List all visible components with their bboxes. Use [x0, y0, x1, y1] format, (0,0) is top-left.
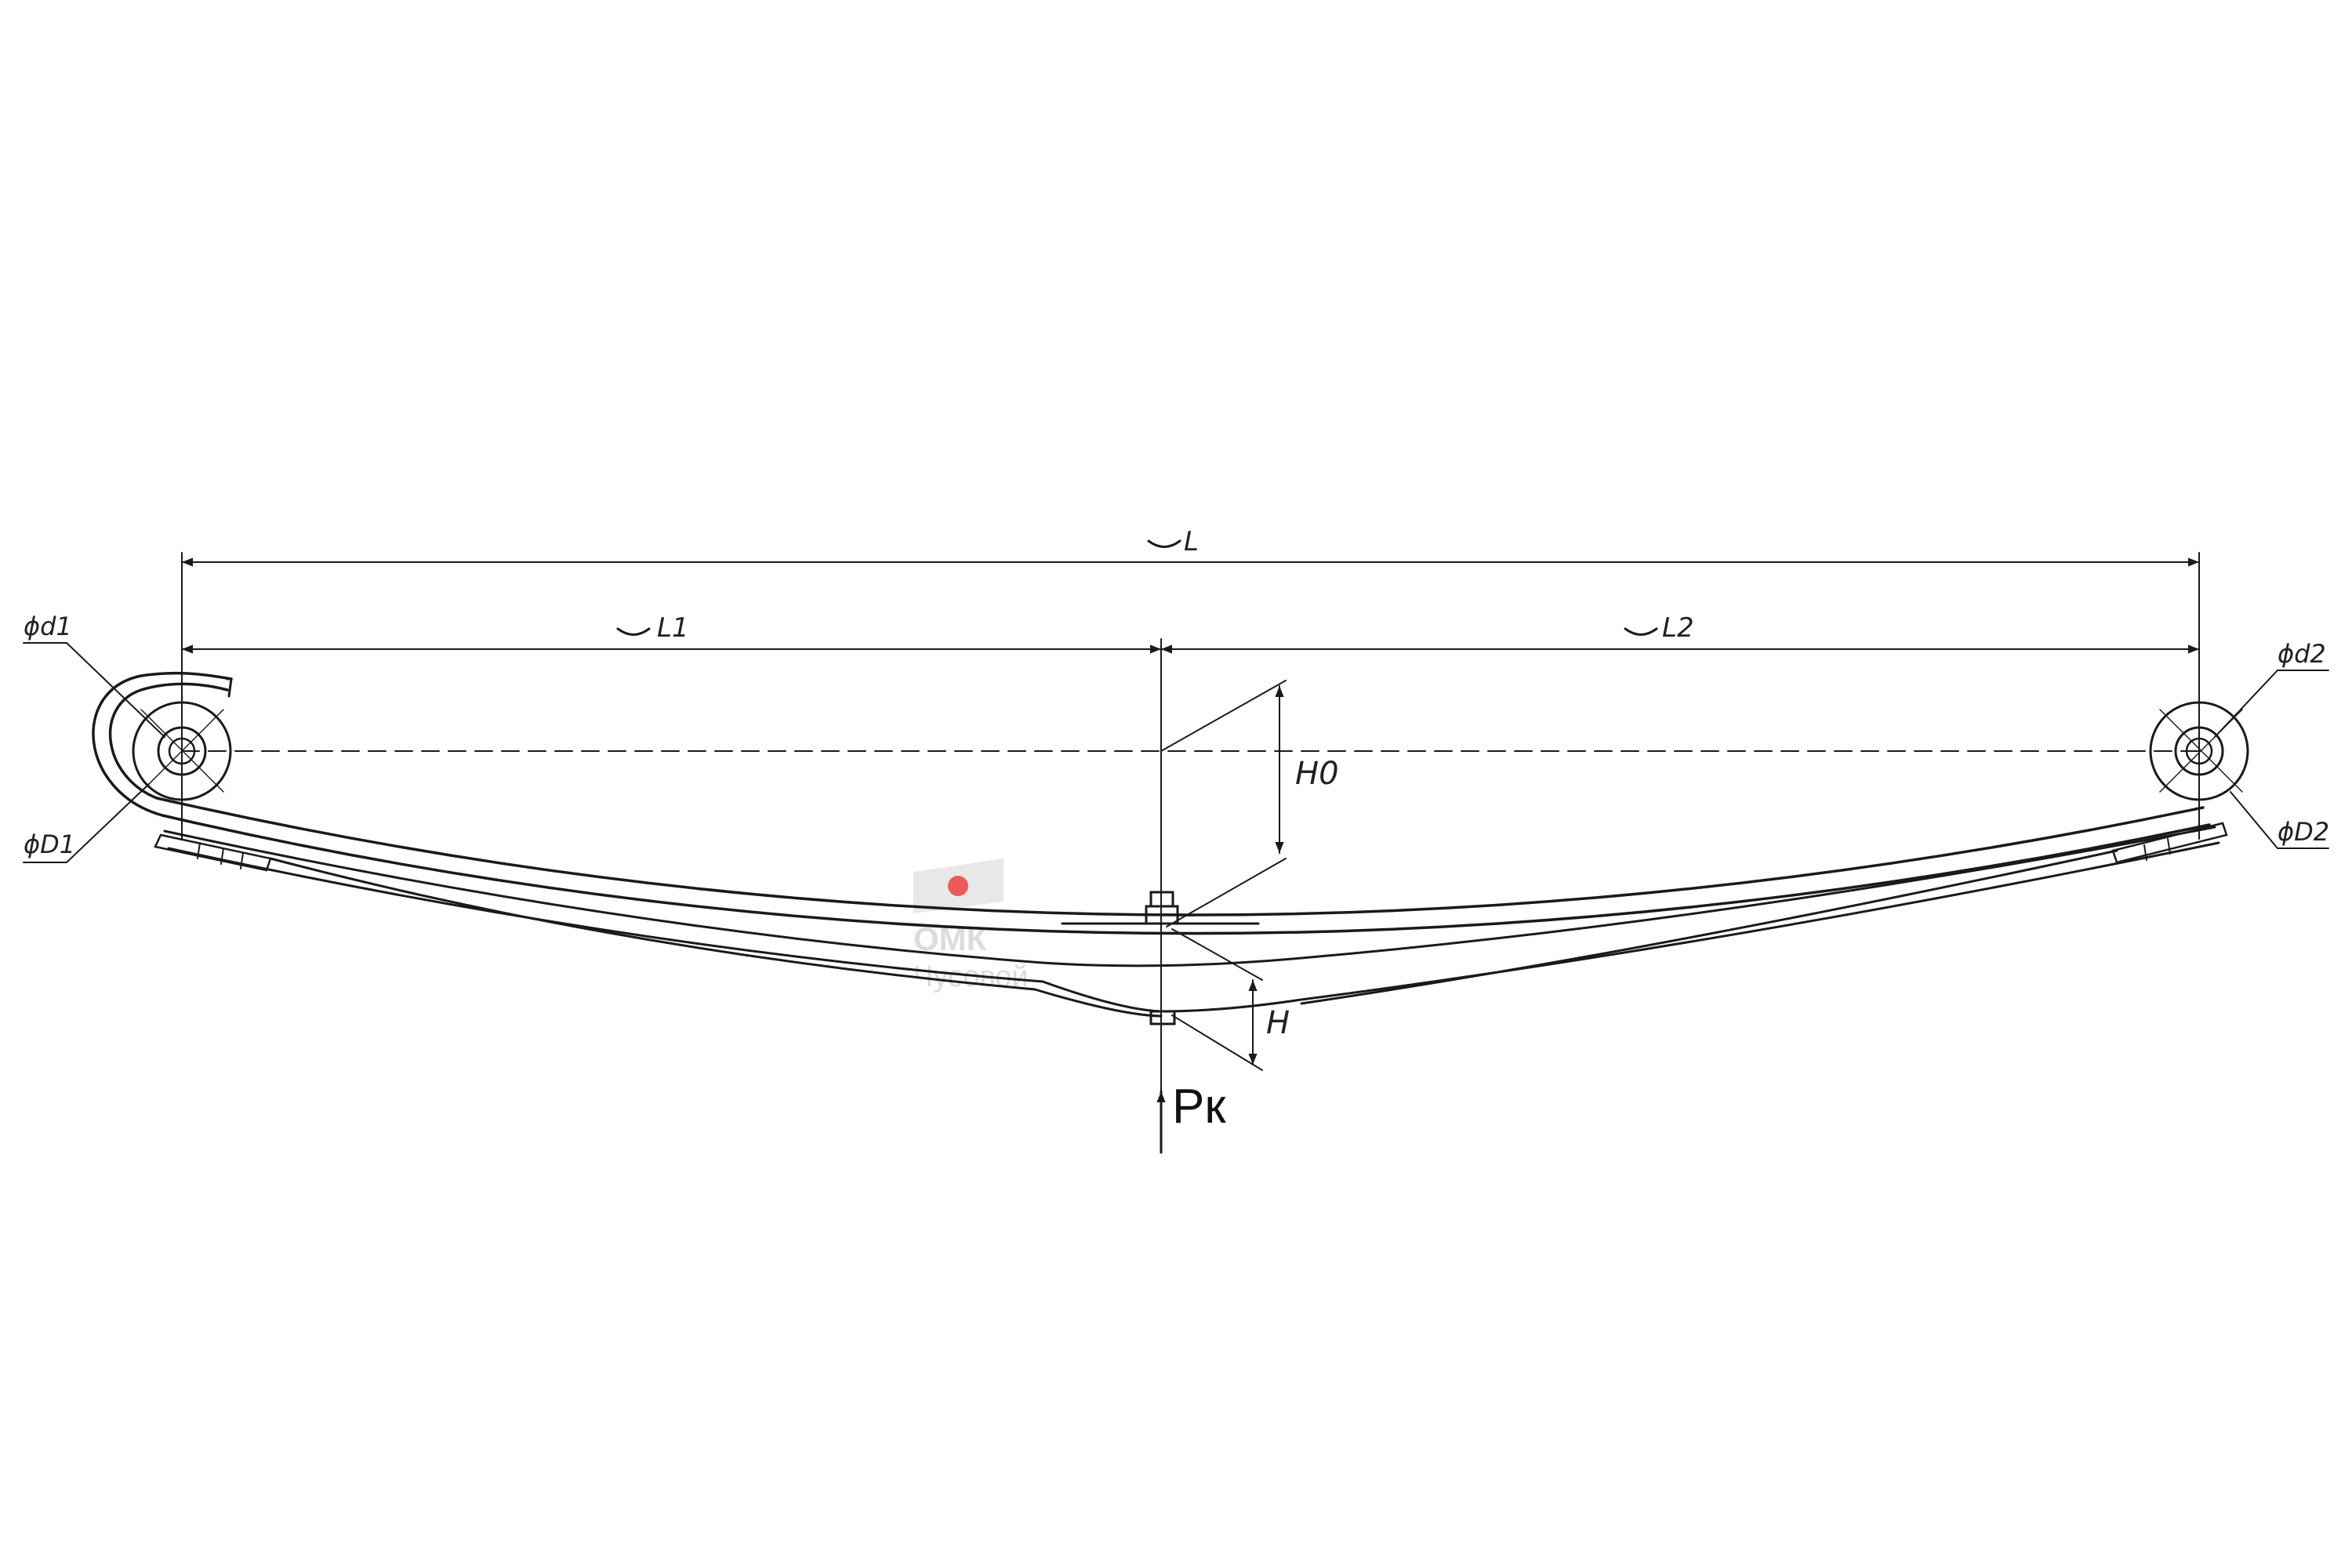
label-H0: H0	[1295, 756, 1339, 792]
left-rebound-clip	[154, 833, 272, 872]
watermark-sub: Чусовой	[913, 960, 1029, 993]
center-bolt-nut-bottom	[1149, 1010, 1176, 1025]
h0-leader-bottom	[1166, 858, 1287, 927]
label-d1: ϕd1	[24, 612, 72, 641]
h-leader-top	[1171, 928, 1263, 981]
label-Pk: Pк	[1172, 1080, 1226, 1134]
right-eye-bore	[2185, 737, 2213, 765]
label-D1: ϕD1	[24, 829, 75, 859]
leader-D2	[2230, 791, 2329, 849]
arc-symbol-L2	[1624, 627, 1658, 636]
arc-symbol-L	[1147, 539, 1181, 548]
left-clip-tick-1	[197, 842, 201, 859]
label-L1: L1	[657, 612, 689, 644]
left-eye-wrap-inner	[108, 682, 229, 800]
left-eye-bushing	[157, 726, 207, 776]
label-L: L	[1184, 526, 1199, 557]
right-rebound-clip	[2111, 822, 2228, 864]
left-eye-cross-2	[140, 709, 224, 793]
h-leader-bottom	[1171, 1014, 1263, 1071]
second-leaf-top	[163, 826, 2216, 967]
right-clip-tick-2	[2167, 838, 2171, 855]
left-eye-wrap-end	[226, 677, 233, 698]
leader-d1	[23, 642, 165, 738]
watermark-dot-icon	[948, 876, 968, 896]
leader-D1	[23, 783, 150, 863]
main-leaf-top	[155, 797, 2205, 916]
label-D2: ϕD2	[2278, 817, 2329, 847]
leader-d2	[2214, 670, 2329, 738]
right-eye-bushing	[2174, 726, 2224, 776]
second-leaf-bottom	[167, 841, 2220, 1013]
arc-symbol-L1	[616, 627, 651, 636]
third-leaf-left	[269, 857, 1163, 1018]
label-H: H	[1266, 1005, 1290, 1041]
label-L2: L2	[1662, 612, 1694, 644]
h0-leader-top	[1160, 680, 1287, 752]
left-eye-wrap-outer	[92, 671, 233, 817]
left-eye-bore	[168, 737, 196, 765]
left-clip-tick-3	[240, 852, 244, 869]
main-leaf-bottom	[161, 814, 2211, 935]
right-clip-tick-1	[2143, 844, 2147, 861]
left-clip-tick-2	[220, 848, 224, 865]
label-d2: ϕd2	[2278, 639, 2326, 669]
third-leaf-right	[1300, 849, 2118, 1005]
right-eye-outer	[2149, 701, 2249, 801]
left-eye-outer	[132, 701, 232, 801]
